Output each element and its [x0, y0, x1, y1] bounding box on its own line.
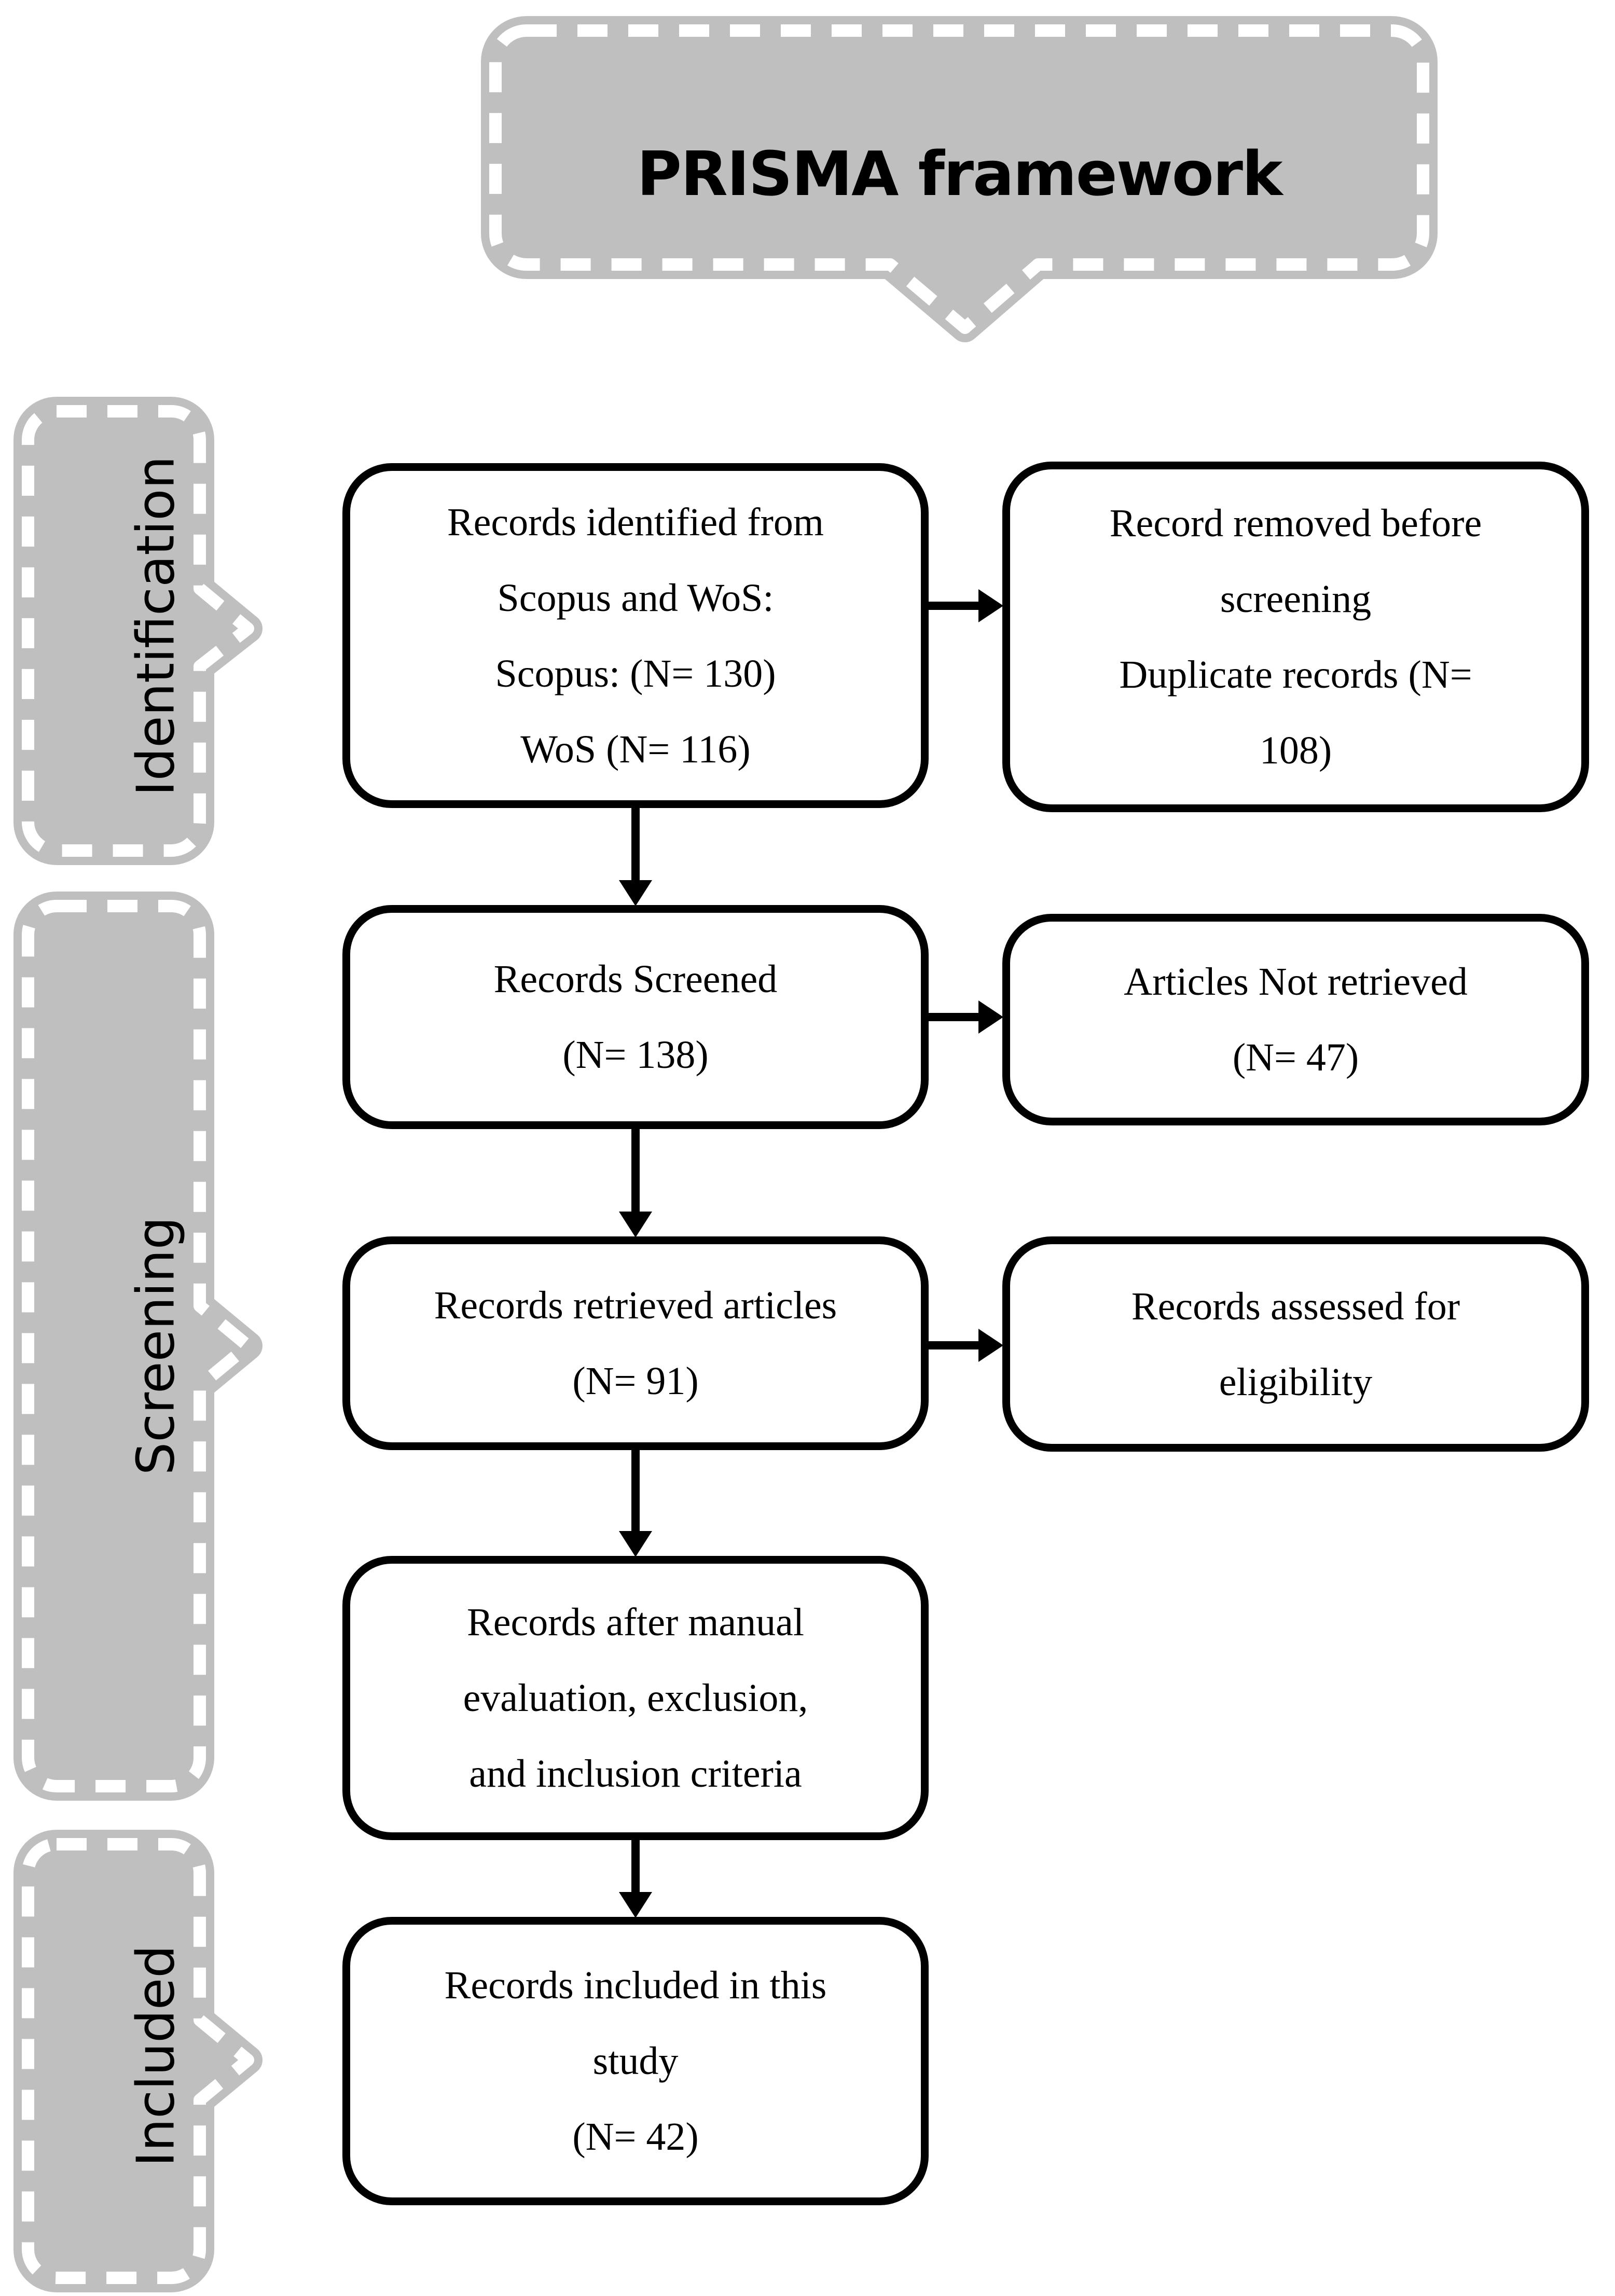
arrow-screened-to-retrieved	[619, 1129, 652, 1237]
box-line: (N= 91)	[572, 1359, 699, 1403]
box-line: (N= 138)	[562, 1033, 709, 1077]
box-line: Duplicate records (N=	[1119, 653, 1472, 697]
box-line: Scopus and WoS:	[497, 576, 774, 620]
flow-arrows	[619, 589, 1003, 1918]
box-line: evaluation, exclusion,	[463, 1676, 808, 1720]
stage-label-screening: Screening	[125, 1216, 186, 1476]
box-records-included: Records included in this study (N= 42)	[342, 1917, 929, 2205]
box-line: Records retrieved articles	[434, 1284, 837, 1327]
box-line: Records Screened	[493, 957, 778, 1001]
box-line: and inclusion criteria	[469, 1752, 802, 1796]
arrow-retrieved-to-assessed	[929, 1329, 1003, 1362]
box-line: Articles Not retrieved	[1124, 960, 1468, 1004]
box-line: Records identified from	[447, 500, 824, 544]
box-line: eligibility	[1219, 1360, 1373, 1404]
box-line: Record removed before	[1109, 502, 1482, 545]
box-line: (N= 42)	[572, 2115, 699, 2159]
box-line: study	[592, 2039, 679, 2083]
stage-callout-screening-shape	[13, 892, 263, 1801]
box-records-assessed: Records assessed for eligibility	[1002, 1236, 1589, 1452]
stage-label-included: Included	[125, 1945, 186, 2167]
box-records-after-manual: Records after manual evaluation, exclusi…	[342, 1556, 929, 1840]
stage-label-identification: Identification	[125, 456, 186, 796]
box-line: Scopus: (N= 130)	[495, 651, 776, 695]
arrow-identified-to-screened	[619, 808, 652, 906]
box-line: screening	[1220, 577, 1372, 621]
title-callout-shape	[481, 16, 1438, 342]
diagram-title: PRISMA framework	[637, 137, 1283, 210]
arrow-manual-to-included	[619, 1840, 652, 1918]
box-line: (N= 47)	[1232, 1036, 1359, 1079]
box-line: 108)	[1259, 729, 1332, 772]
arrow-identified-to-removed	[929, 589, 1003, 622]
box-records-removed: Record removed before screening Duplicat…	[1002, 462, 1589, 812]
stage-callout-included-shape	[13, 1830, 263, 2292]
box-line: Records assessed for	[1131, 1284, 1460, 1328]
arrow-screened-to-not-retrieved	[929, 1000, 1003, 1034]
box-line: Records after manual	[467, 1601, 804, 1644]
box-line: WoS (N= 116)	[520, 727, 751, 771]
box-records-identified: Records identified from Scopus and WoS: …	[342, 463, 929, 808]
box-records-screened: Records Screened (N= 138)	[342, 905, 929, 1129]
arrow-retrieved-to-manual	[619, 1450, 652, 1557]
box-line: Records included in this	[444, 1964, 827, 2007]
box-articles-not-retrieved: Articles Not retrieved (N= 47)	[1002, 914, 1589, 1125]
box-records-retrieved: Records retrieved articles (N= 91)	[342, 1236, 929, 1450]
stage-callout-identification-shape	[13, 397, 263, 865]
